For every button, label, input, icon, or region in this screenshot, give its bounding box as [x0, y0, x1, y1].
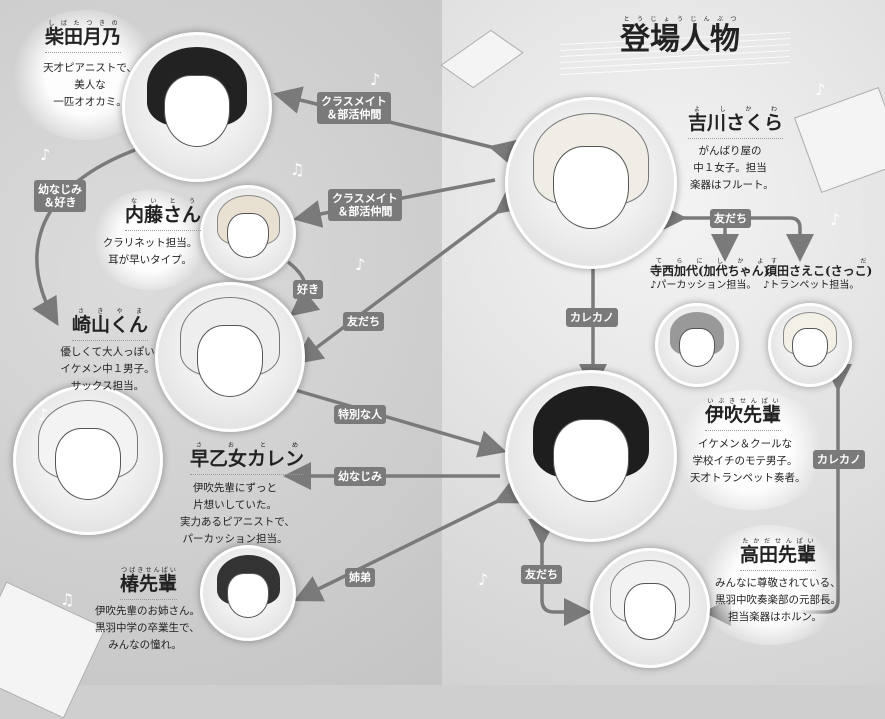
name-kayo: 寺西加代(加代ちゃん)てらにしかよ [650, 258, 770, 278]
relation-tag: 幼なじみ ＆好き [34, 180, 86, 212]
music-note-icon: ♪ [370, 70, 381, 89]
music-note-icon: ♪ [355, 255, 366, 274]
desc-karen: 伊吹先輩にずっと片想いしていた。実力あるピアニストで、パーカッション担当。 [180, 482, 295, 545]
desc-tsukino: 天才ピアニストで、美人な一匹オオカミ。 [43, 62, 137, 108]
name-saeko: 須田さえこ(さっこ)すだ [765, 258, 873, 278]
relation-tag: 特別な人 [334, 405, 386, 424]
arrow-tsubaki-ibuki [293, 478, 526, 602]
desc-takada: みんなに尊敬されている、黒羽中吹奏楽部の元部長。担当楽器はホルン。 [715, 577, 841, 623]
portrait-tsubaki [200, 545, 296, 641]
desc-saeko: ♪トランペット担当。 [763, 280, 860, 291]
portrait-sakiyama [155, 282, 305, 432]
name-tsukino: 柴田月乃しばたつきの [45, 20, 122, 56]
name-takada: 高田先輩たかだせんぱい [740, 538, 817, 574]
desc-sakiyama: 優しくて大人っぽいイケメン中１男子。サックス担当。 [60, 346, 155, 392]
name-sakiyama: 崎山くんさきやま [72, 308, 149, 344]
relation-tag: 友だち [521, 565, 562, 584]
arrow-tsukino-sakiyama [32, 148, 136, 327]
portrait-ibuki [505, 370, 677, 542]
name-sakura: 吉川さくらよしかわ [688, 106, 784, 142]
name-naito: 内藤さんないとう [125, 198, 202, 234]
relation-tag: 友だち [710, 209, 751, 228]
name-karen: 早乙女カレンさおとめ [190, 442, 305, 478]
arrow-sakiyama-ibuki [294, 388, 507, 458]
relation-tag: 姉弟 [345, 568, 375, 587]
portrait-naito [200, 185, 296, 281]
name-ibuki: 伊吹先輩いぶきせんぱい [705, 398, 782, 434]
portrait-kayo [655, 303, 739, 387]
name-glow [670, 390, 830, 510]
relation-tag: カレカノ [813, 450, 865, 469]
music-note-icon: ♪ [815, 80, 826, 99]
arrow-sakura-friends [659, 204, 814, 262]
portrait-saeko [768, 303, 852, 387]
portrait-karen [13, 385, 163, 535]
music-note-icon: ♪ [38, 405, 49, 424]
music-note-icon: ♫ [60, 590, 75, 609]
portrait-tsukino [122, 32, 272, 182]
desc-ibuki: イケメン＆クールな学校イチのモテ男子。天才トランペット奏者。 [690, 438, 806, 484]
music-note-icon: ♪ [40, 145, 51, 164]
desc-tsubaki: 伊吹先輩のお姉さん。黒羽中学の卒業生で、みんなの憧れ。 [95, 605, 200, 651]
desc-sakura: がんばり屋の中１女子。担当楽器はフルート。 [690, 145, 774, 191]
relation-tag: クラスメイト ＆部活仲間 [317, 92, 391, 124]
portrait-takada [590, 548, 710, 668]
arrow-ibuki-takada [528, 519, 592, 626]
relation-tag: カレカノ [566, 308, 618, 327]
arrow-sakiyama-sakura [294, 186, 526, 365]
desc-naito: クラリネット担当。耳が早いタイプ。 [102, 237, 198, 266]
music-note-icon: ♪ [830, 210, 841, 229]
relation-tag: クラスメイト ＆部活仲間 [328, 189, 402, 221]
page-title: 登場人物とうじょうじんぶつ [620, 16, 740, 57]
name-glow [90, 190, 210, 290]
relation-tag: 好き [293, 280, 323, 299]
relation-tag: 友だち [343, 312, 384, 331]
desc-kayo: ♪パーカッション担当。 [650, 280, 757, 291]
music-note-icon: ♫ [290, 160, 305, 179]
name-glow [695, 525, 845, 645]
portrait-sakura [505, 97, 677, 269]
music-note-icon: ♪ [478, 570, 489, 589]
relation-tag: 幼なじみ [334, 467, 386, 486]
name-tsubaki: 椿先輩つばきせんぱい [120, 567, 178, 603]
